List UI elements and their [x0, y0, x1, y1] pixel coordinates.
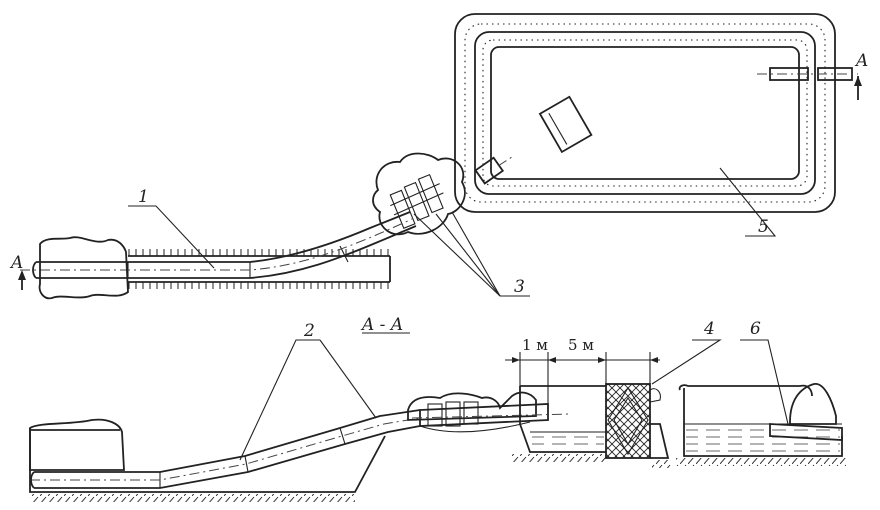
spoil-heap-section: [407, 391, 571, 433]
label-1: 1: [138, 187, 149, 207]
section-title: A - A: [360, 315, 403, 335]
leader-lines: [128, 167, 789, 461]
section-mark-right: A: [854, 51, 868, 71]
labels: 1 2 3 4 5 6 A A A - A 1 м 5 м: [9, 51, 868, 354]
section-mark-left: A: [9, 253, 23, 273]
pipeline-plan: [20, 211, 417, 300]
label-4: 4: [703, 319, 715, 339]
plan-view: [18, 13, 862, 300]
spoil-heap-plan: [372, 152, 466, 236]
label-5: 5: [758, 217, 769, 237]
section-view: [29, 352, 846, 502]
dimension-5m: 5 м: [568, 336, 594, 354]
reservoir: [454, 13, 858, 213]
label-6: 6: [750, 319, 761, 339]
label-3: 3: [514, 277, 525, 297]
right-basin: [676, 383, 846, 466]
label-2: 2: [303, 321, 315, 341]
pipeline-section: [30, 409, 421, 489]
settling-pond: [512, 383, 672, 468]
ground-left: [29, 418, 386, 502]
dimensions: [505, 352, 660, 404]
section-arrows: [18, 76, 862, 290]
dimension-1m: 1 м: [522, 336, 548, 354]
